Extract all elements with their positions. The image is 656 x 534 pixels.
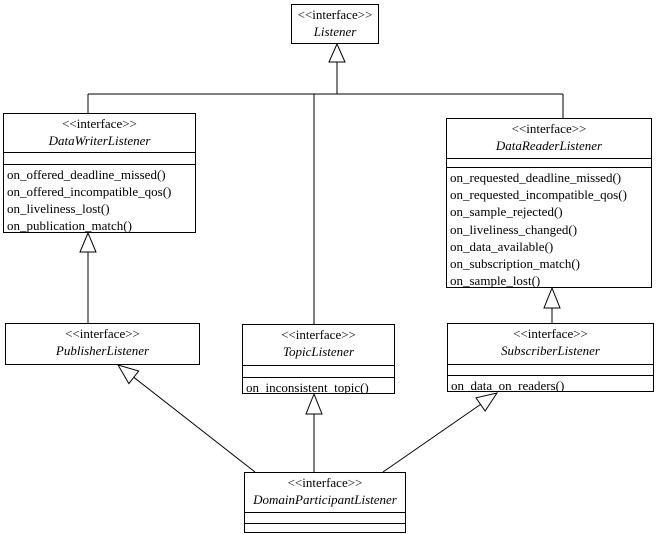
method-label: on_subscription_match(): [450, 256, 580, 272]
class-header: <<interface>> TopicListener: [243, 325, 394, 365]
methods-compartment: on_inconsistent_topic(): [243, 377, 394, 393]
stereotype-label: <<interface>>: [297, 7, 373, 22]
method-label: on_publication_match(): [7, 218, 132, 232]
stereotype-label: <<interface>>: [62, 116, 137, 131]
attributes-compartment: [447, 158, 651, 167]
class-name-label: PublisherListener: [55, 343, 150, 358]
attributes-compartment: [245, 512, 405, 523]
methods-compartment: on_requested_deadline_missed() on_reques…: [447, 167, 651, 287]
class-header: <<interface>> DataWriterListener: [4, 114, 195, 152]
class-header: <<interface>> SubscriberListener: [448, 324, 653, 364]
stereotype-label: <<interface>>: [287, 475, 363, 490]
domainparticipant-to-subscriber-line: [382, 403, 481, 473]
method-label: on_data_on_readers(): [451, 378, 565, 391]
class-name-label: DataReaderListener: [495, 138, 603, 153]
class-box-listener: <<interface>> Listener: [291, 4, 379, 44]
methods-compartment: on_data_on_readers(): [448, 375, 653, 391]
class-box-datawriterlistener: <<interface>> DataWriterListener on_offe…: [3, 113, 196, 233]
attributes-compartment: [448, 364, 653, 375]
class-header: <<interface>> Listener: [292, 5, 378, 41]
stereotype-label: <<interface>>: [281, 327, 356, 342]
datareader-generalization-arrowhead: [543, 286, 561, 309]
class-box-topiclistener: <<interface>> TopicListener on_inconsist…: [242, 324, 395, 394]
subscriber-generalization-arrowhead: [475, 392, 499, 412]
topic-generalization-arrowhead: [305, 392, 323, 415]
domainparticipant-to-publisher-line: [133, 376, 256, 473]
method-label: on_sample_rejected(): [450, 204, 563, 220]
datawriter-generalization-arrowhead: [79, 231, 97, 253]
class-name-label: SubscriberListener: [501, 343, 600, 358]
method-label: on_data_available(): [450, 238, 554, 254]
publisher-generalization-arrowhead: [116, 364, 140, 385]
class-box-domainparticipantlistener: <<interface>> DomainParticipantListener: [244, 472, 406, 533]
method-label: on_liveliness_changed(): [450, 221, 578, 237]
listener-generalization-arrowhead: [328, 42, 346, 63]
method-label: on_liveliness_lost(): [7, 201, 110, 216]
class-box-publisherlistener: <<interface>> PublisherListener: [5, 323, 200, 365]
methods-compartment: [245, 523, 405, 532]
method-label: on_offered_incompatible_qos(): [7, 184, 172, 199]
method-label: on_requested_deadline_missed(): [450, 170, 622, 185]
stereotype-label: <<interface>>: [511, 121, 587, 136]
class-header: <<interface>> DomainParticipantListener: [245, 473, 405, 512]
method-label: on_inconsistent_topic(): [246, 380, 369, 393]
stereotype-label: <<interface>>: [65, 326, 140, 341]
method-label: on_offered_deadline_missed(): [7, 167, 166, 182]
class-header: <<interface>> DataReaderListener: [447, 119, 651, 158]
class-name-label: DomainParticipantListener: [253, 492, 397, 507]
class-header: <<interface>> PublisherListener: [6, 324, 199, 360]
method-label: on_sample_lost(): [450, 273, 541, 287]
method-label: on_requested_incompatible_qos(): [450, 187, 627, 203]
methods-compartment: on_offered_deadline_missed() on_offered_…: [4, 164, 195, 232]
stereotype-label: <<interface>>: [513, 326, 588, 341]
attributes-compartment: [243, 365, 394, 377]
class-box-subscriberlistener: <<interface>> SubscriberListener on_data…: [447, 323, 654, 392]
class-box-datareaderlistener: <<interface>> DataReaderListener on_requ…: [446, 118, 652, 288]
class-name-label: DataWriterListener: [48, 133, 151, 148]
class-name-label: TopicListener: [282, 344, 355, 359]
attributes-compartment: [4, 152, 195, 164]
class-name-label: Listener: [313, 24, 357, 39]
